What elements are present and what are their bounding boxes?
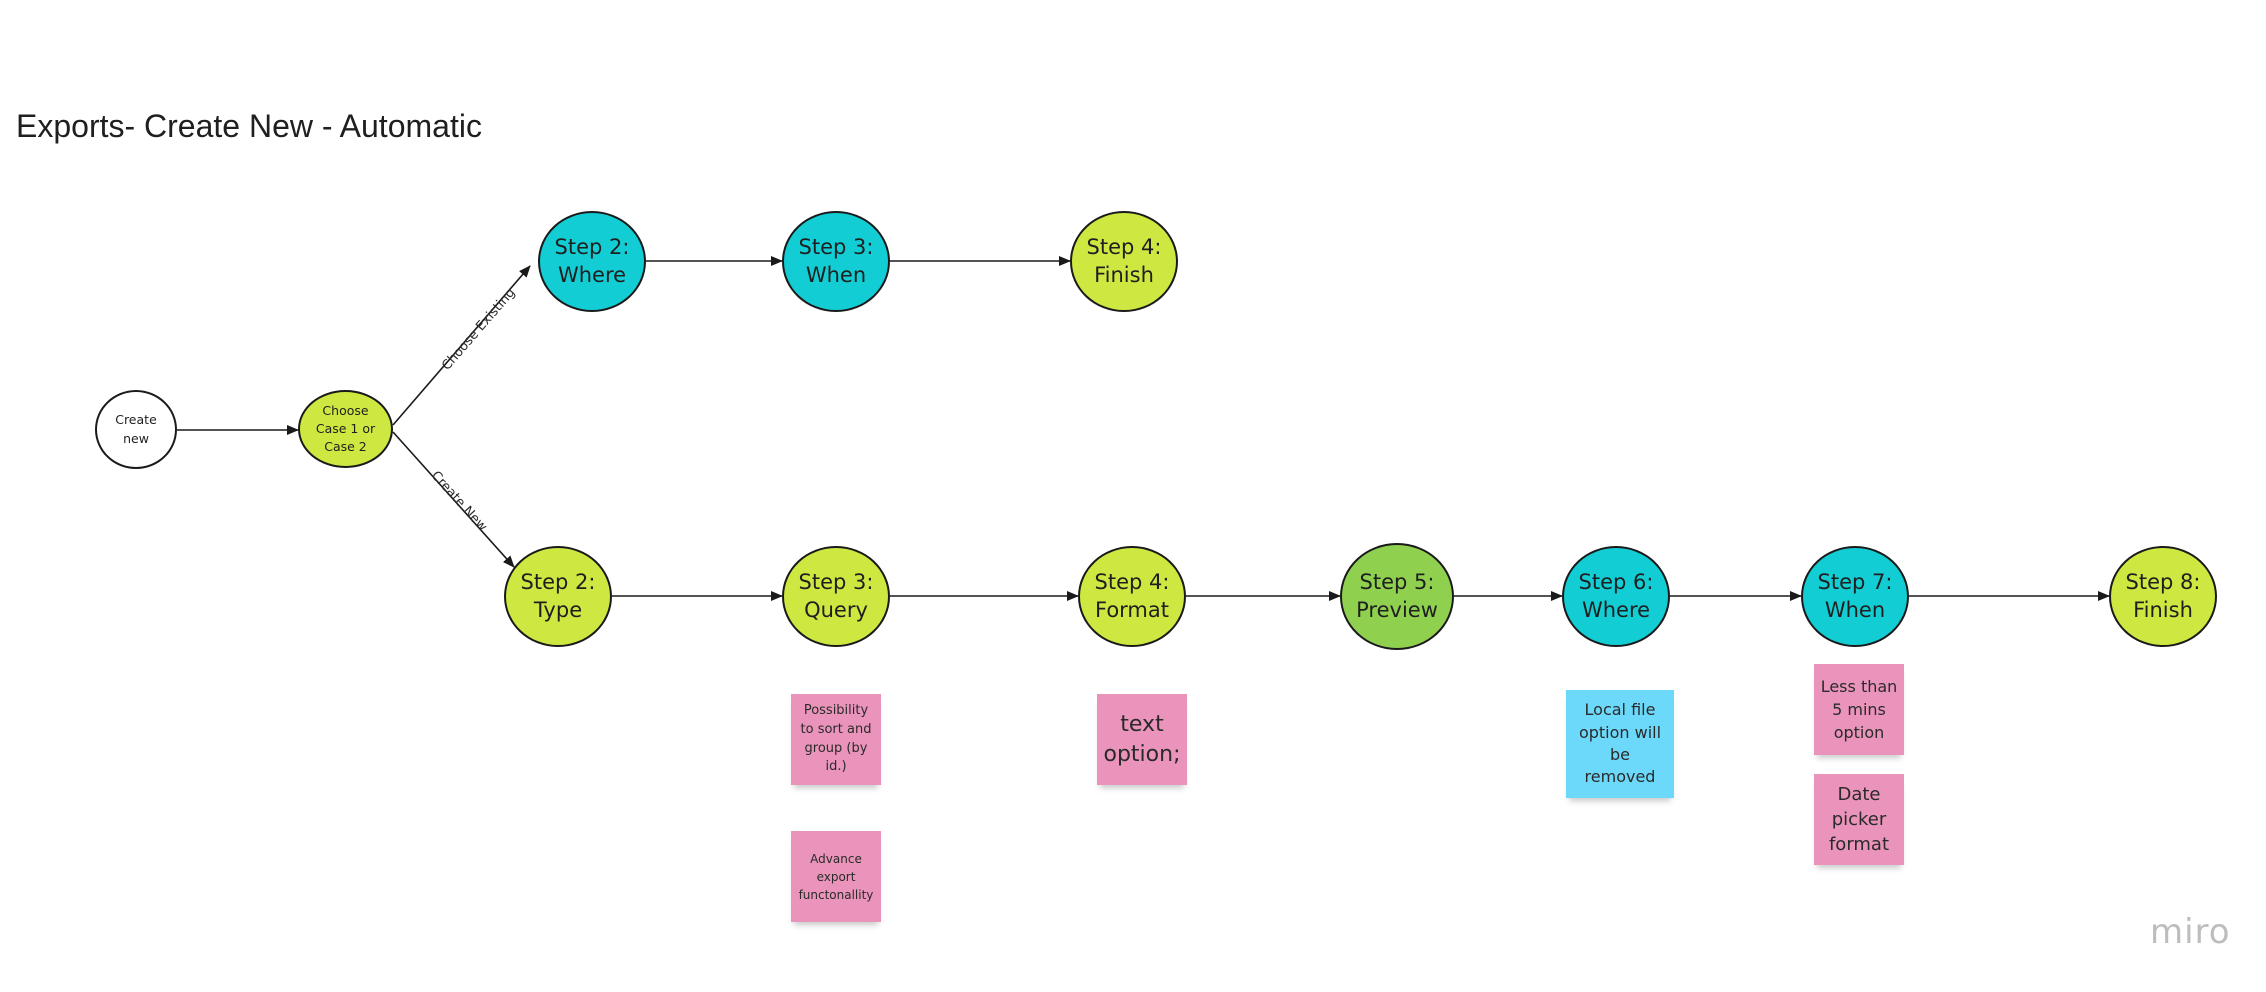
node-new-step2-type[interactable]: Step 2: Type: [504, 546, 612, 647]
node-existing-step2-where[interactable]: Step 2: Where: [538, 211, 646, 312]
node-new-step5-preview[interactable]: Step 5: Preview: [1340, 543, 1454, 650]
node-new-step6-where[interactable]: Step 6: Where: [1562, 546, 1670, 647]
sticky-note-sort-group[interactable]: Possibility to sort and group (by id.): [791, 694, 881, 785]
miro-logo: miro: [2150, 912, 2231, 952]
node-create-new[interactable]: Create new: [95, 390, 177, 469]
node-new-step3-query[interactable]: Step 3: Query: [782, 546, 890, 647]
node-existing-step4-finish[interactable]: Step 4: Finish: [1070, 211, 1178, 312]
board-title: Exports- Create New - Automatic: [16, 108, 482, 144]
node-existing-step3-when[interactable]: Step 3: When: [782, 211, 890, 312]
node-new-step4-format[interactable]: Step 4: Format: [1078, 546, 1186, 647]
node-new-step8-finish[interactable]: Step 8: Finish: [2109, 546, 2217, 647]
connector-choose-existing: [392, 265, 531, 426]
sticky-note-text-option[interactable]: text option;: [1097, 694, 1187, 785]
node-choose-case[interactable]: Choose Case 1 or Case 2: [298, 390, 393, 468]
sticky-note-less-than-5-mins[interactable]: Less than 5 mins option: [1814, 664, 1904, 755]
sticky-note-advance-export[interactable]: Advance export functonallity: [791, 831, 881, 922]
sticky-note-local-file[interactable]: Local file option will be removed: [1566, 690, 1674, 798]
node-new-step7-when[interactable]: Step 7: When: [1801, 546, 1909, 647]
sticky-note-date-picker[interactable]: Date picker format: [1814, 774, 1904, 865]
connector-create-new: [392, 431, 515, 568]
